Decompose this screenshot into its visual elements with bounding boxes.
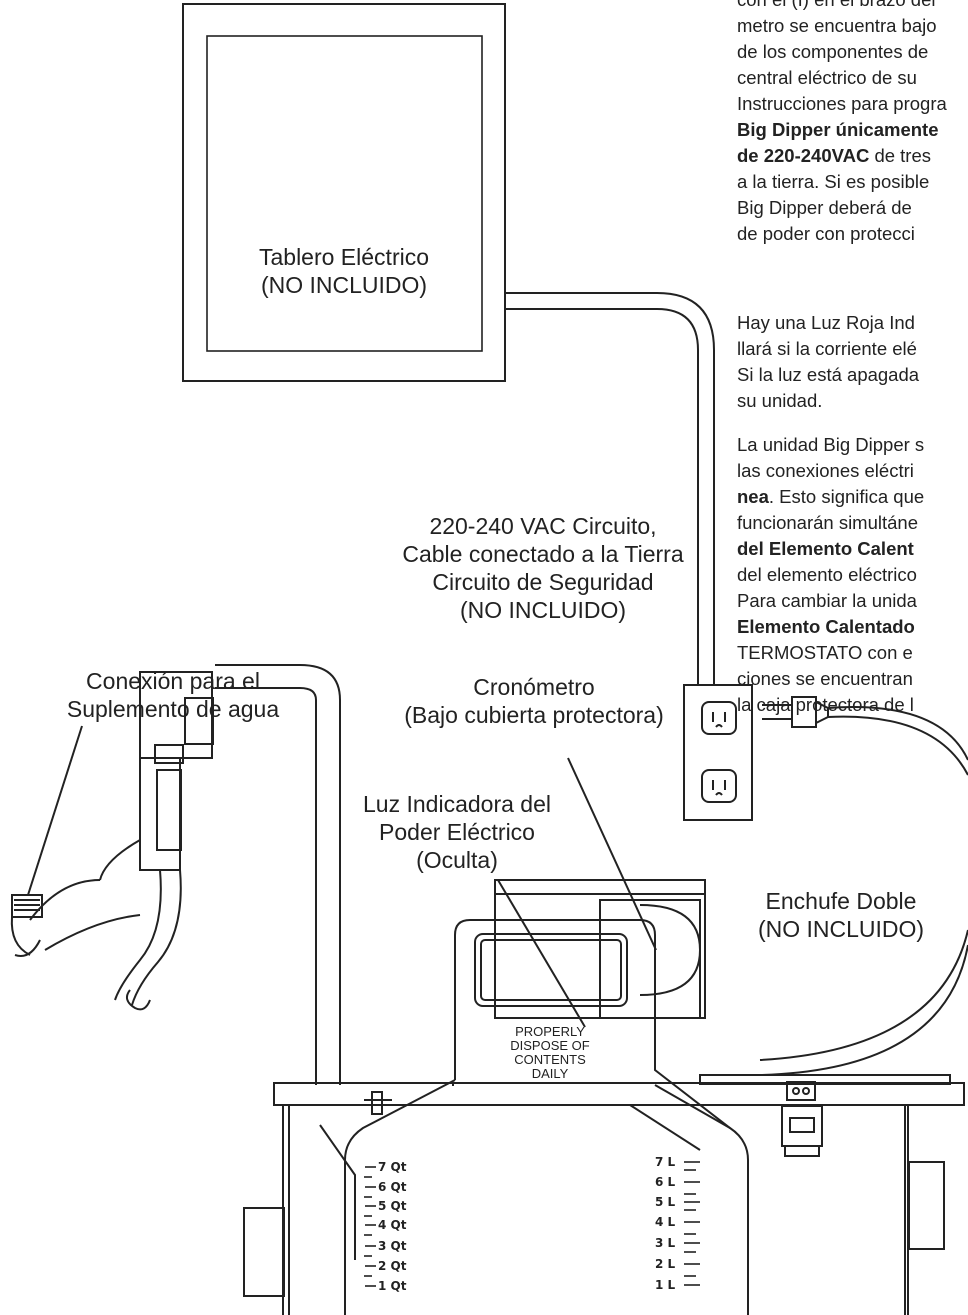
circuit-label: 220-240 VAC Circuito, Cable conectado a …: [357, 512, 729, 624]
para1-line: Big Dipper deberá de: [737, 197, 912, 218]
plug-and-cord: [759, 696, 968, 1076]
carton-text-line: CONTENTS: [514, 1052, 586, 1067]
liter-mark: 1 L: [655, 1278, 676, 1292]
timer-label: Cronómetro (Bajo cubierta protectora): [386, 673, 682, 729]
para3-line: TERMOSTATO con e: [737, 642, 913, 663]
liter-mark: 2 L: [655, 1257, 676, 1271]
qt-mark: 5 Qt: [378, 1199, 407, 1213]
qt-mark: 2 Qt: [378, 1259, 407, 1273]
qt-mark: 7 Qt: [378, 1160, 407, 1174]
para1-line: metro se encuentra bajo: [737, 15, 937, 36]
circuit-label-line2: Cable conectado a la Tierra: [402, 541, 684, 567]
para3-line: Elemento Calentado: [737, 614, 968, 640]
para3-line: Para cambiar la unida: [737, 590, 917, 611]
carton-warning-text: PROPERLY DISPOSE OF CONTENTS DAILY: [480, 1025, 620, 1081]
para1-line: Big Dipper únicamente: [737, 117, 968, 143]
circuit-label-line1: 220-240 VAC Circuito,: [429, 513, 657, 539]
para1-line: Instrucciones para progra: [737, 93, 947, 114]
para3-line: las conexiones eléctri: [737, 460, 914, 481]
para3-line: del elemento eléctrico: [737, 564, 917, 585]
panel-label-line1: Tablero Eléctrico: [258, 244, 430, 270]
para3-line: nea. Esto significa que: [737, 484, 968, 510]
para3-line: ciones se encuentran: [737, 668, 913, 689]
para3-line: del Elemento Calent: [737, 536, 968, 562]
carton-text-line: PROPERLY: [515, 1024, 585, 1039]
paragraph-power-requirements: con el (I) en el brazo del metro se encu…: [737, 0, 968, 247]
panel-label-line2: (NO INCLUIDO): [260, 272, 428, 298]
leader-lines: [27, 725, 657, 1028]
para3-bold: Elemento Calentado: [737, 616, 915, 637]
conduit: [505, 292, 715, 685]
circuit-label-line3: Circuito de Seguridad: [432, 569, 654, 595]
para3-line: funcionarán simultáne: [737, 512, 918, 533]
leader-timer: [567, 757, 657, 951]
qt-mark: 3 Qt: [378, 1239, 407, 1253]
para1-line: central eléctrico de su: [737, 67, 917, 88]
para1-line: de 220-240VAC de tres: [737, 143, 968, 169]
qt-mark: 4 Qt: [378, 1218, 407, 1232]
para1-bold: Big Dipper únicamente: [737, 119, 939, 140]
para3-line: La unidad Big Dipper s: [737, 434, 925, 455]
panel-label: Tablero Eléctrico (NO INCLUIDO): [213, 243, 475, 299]
duplex-outlet: [683, 684, 753, 821]
electrical-panel: [182, 3, 506, 382]
para1-text: de tres: [869, 145, 932, 166]
paragraph-wiring: La unidad Big Dipper s las conexiones el…: [737, 432, 968, 718]
water-supply-pipe: [10, 664, 341, 1085]
para2-line: Si la luz está apagada: [737, 364, 920, 385]
para2-line: llará si la corriente elé: [737, 338, 917, 359]
water-supply-label-line1: Conexión para el: [86, 668, 260, 694]
qt-mark: 6 Qt: [378, 1180, 407, 1194]
leader-water: [27, 725, 83, 896]
water-supply-label-line2: Suplemento de agua: [66, 696, 280, 722]
main-tank: [243, 1074, 965, 1315]
power-light-label-line1: Luz Indicadora del: [363, 791, 551, 817]
para2-line: Hay una Luz Roja Ind: [737, 312, 915, 333]
para1-bold: de 220-240VAC: [737, 145, 870, 166]
leader-light: [497, 879, 586, 1028]
timer-housing: [494, 879, 706, 1019]
paragraph-indicator-light: Hay una Luz Roja Ind llará si la corrien…: [737, 310, 968, 414]
para1-line: a la tierra. Si es posible: [737, 171, 930, 192]
power-light-label-line2: Poder Eléctrico: [379, 819, 535, 845]
liter-mark: 5 L: [655, 1195, 676, 1209]
liter-mark: 4 L: [655, 1215, 676, 1229]
power-light-label-line3: (Oculta): [416, 847, 498, 873]
circuit-label-line4: (NO INCLUIDO): [459, 597, 627, 623]
carton-text-line: DISPOSE OF: [510, 1038, 590, 1053]
para1-line: de los componentes de: [737, 41, 929, 62]
liter-mark: 3 L: [655, 1236, 676, 1250]
para3-line: la caja protectora de l: [737, 694, 914, 715]
qt-mark: 1 Qt: [378, 1279, 407, 1293]
water-carton: [344, 919, 749, 1315]
para2-line: su unidad.: [737, 390, 823, 411]
outlet-label-line1: Enchufe Doble: [765, 888, 917, 914]
para1-line: de poder con protecci: [737, 223, 915, 244]
outlet-label-line2: (NO INCLUIDO): [757, 916, 925, 942]
timer-label-line1: Cronómetro: [473, 674, 595, 700]
para3-text: . Esto significa que: [768, 486, 925, 507]
timer-label-line2: (Bajo cubierta protectora): [404, 702, 664, 728]
carton-text-line: DAILY: [531, 1066, 569, 1081]
para3-bold: del Elemento Calent: [737, 538, 914, 559]
power-light-label: Luz Indicadora del Poder Eléctrico (Ocul…: [323, 790, 591, 874]
water-supply-label: Conexión para el Suplemento de agua: [42, 667, 304, 723]
liter-mark: 6 L: [655, 1175, 676, 1189]
liter-mark: 7 L: [655, 1155, 676, 1169]
para3-bold: nea: [737, 486, 769, 507]
volume-scale-ticks: [364, 1161, 700, 1287]
outlet-label: Enchufe Doble (NO INCLUIDO): [735, 887, 947, 943]
para1-line: con el (I) en el brazo del: [737, 0, 968, 13]
